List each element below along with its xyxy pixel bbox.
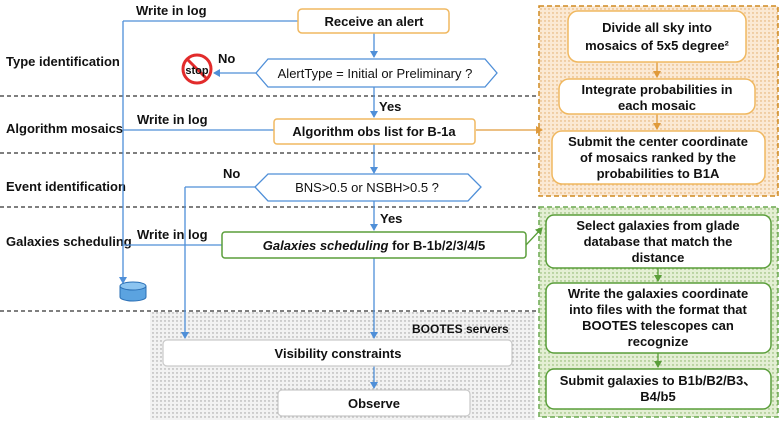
visibility-label: Visibility constraints (275, 346, 402, 361)
divide-sky-box (567, 10, 747, 63)
submit-center-line-2: of mosaics ranked by the (580, 150, 736, 165)
log-database-icon (119, 281, 147, 302)
branch-yes-1: Yes (379, 99, 401, 114)
integrate-line-1: Integrate probabilities in (582, 82, 733, 97)
branch-no-1: No (218, 51, 235, 66)
section-type-identification: Type identification (6, 54, 120, 69)
select-galaxies-line-3: distance (632, 250, 685, 265)
alert-type-decision (255, 58, 498, 88)
receive-alert-node (297, 8, 450, 34)
section-galaxies-scheduling: Galaxies scheduling (6, 234, 132, 249)
submit-center-box (551, 130, 766, 185)
submit-center-line-1: Submit the center coordinate (568, 134, 748, 149)
algorithm-obs-node (273, 118, 476, 145)
main-flow-connectors (181, 33, 378, 389)
algorithm-obs-label: Algorithm obs list for B-1a (292, 124, 456, 139)
galaxies-scheduling-label: Galaxies scheduling for B-1b/2/3/4/5 (263, 238, 486, 253)
integrate-probabilities-box (558, 78, 756, 115)
bns-nsbh-decision (254, 173, 482, 202)
select-galaxies-line-2: database that match the (584, 234, 733, 249)
galaxies-scheduling-node (221, 231, 527, 259)
visibility-node (162, 339, 513, 367)
section-algorithm-mosaics: Algorithm mosaics (6, 121, 123, 136)
log-label-top: Write in log (136, 3, 207, 18)
stop-icon: stop (181, 53, 213, 85)
integrate-line-2: each mosaic (618, 98, 696, 113)
write-coordinates-box (545, 282, 772, 354)
log-label-middle: Write in log (137, 112, 208, 127)
submit-galaxies-box (545, 368, 772, 410)
log-connectors (119, 20, 298, 284)
divide-sky-line-2: mosaics of 5x5 degree² (585, 38, 729, 53)
galaxies-scheduling-italic: Galaxies scheduling (263, 238, 389, 253)
scheduling-to-panel-connector (525, 227, 543, 246)
log-label-bottom: Write in log (137, 227, 208, 242)
select-galaxies-box (545, 214, 772, 269)
select-galaxies-line-1: Select galaxies from glade (576, 218, 739, 233)
alert-type-question: AlertType = Initial or Preliminary ? (278, 66, 473, 81)
galaxies-scheduling-rest: for B-1b/2/3/4/5 (388, 238, 485, 253)
observe-node (277, 389, 471, 417)
submit-center-line-3: probabilities to B1A (597, 166, 720, 181)
receive-alert-label: Receive an alert (324, 14, 424, 29)
divide-sky-line-1: Divide all sky into (602, 20, 712, 35)
bootes-servers-label: BOOTES servers (412, 322, 509, 336)
branch-yes-2: Yes (380, 211, 402, 226)
write-coordinates-line-2: into files with the format that (569, 302, 747, 317)
stop-label: stop (185, 65, 209, 77)
observe-label: Observe (348, 396, 400, 411)
write-coordinates-line-3: BOOTES telescopes can (582, 318, 734, 333)
section-event-identification: Event identification (6, 179, 126, 194)
submit-galaxies-line-2: B4/b5 (640, 389, 675, 404)
submit-galaxies-line-1: Submit galaxies to B1b/B2/B3、 (560, 373, 757, 388)
bns-nsbh-question: BNS>0.5 or NSBH>0.5 ? (295, 180, 439, 195)
write-coordinates-line-1: Write the galaxies coordinate (568, 286, 748, 301)
section-dividers (0, 95, 537, 312)
branch-no-2: No (223, 166, 240, 181)
write-coordinates-line-4: recognize (628, 334, 689, 349)
